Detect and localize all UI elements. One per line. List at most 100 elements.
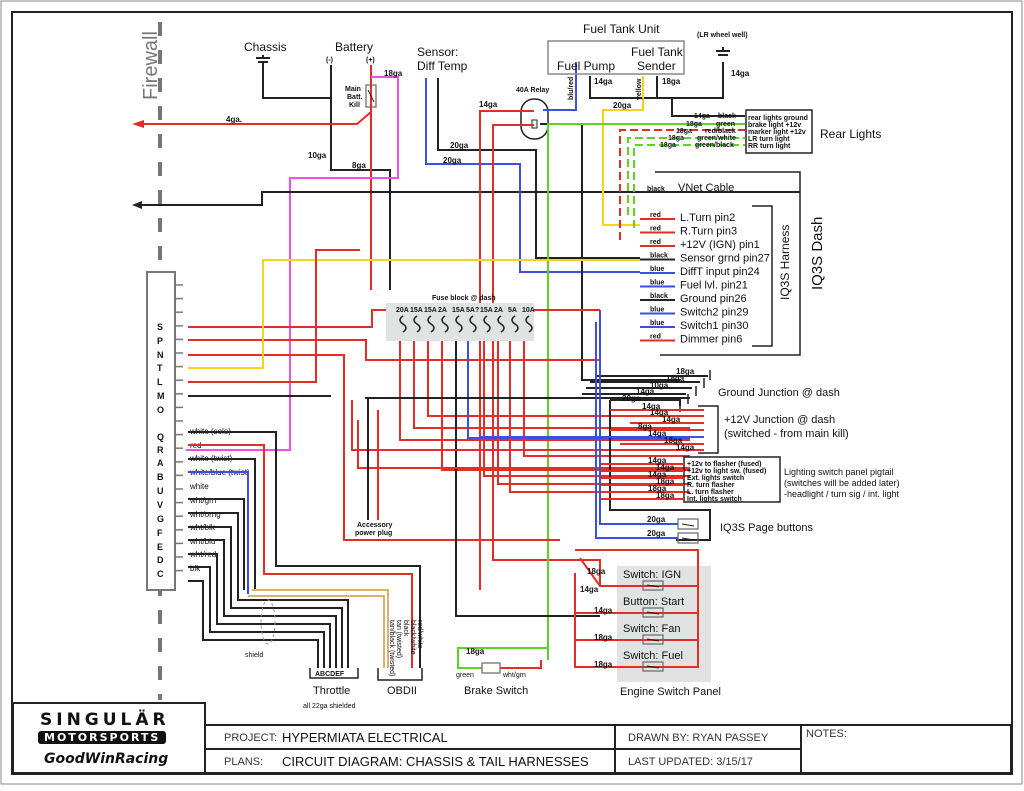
fuse-icon — [441, 315, 449, 333]
page-button-1-gauge: 20ga — [647, 515, 666, 524]
diff-temp-black-wire — [437, 78, 640, 259]
fuse-icon — [455, 315, 463, 333]
svg-text:18ga: 18ga — [676, 128, 692, 135]
main-kill-label-1: Main — [345, 86, 361, 93]
chassis-ground-icon — [256, 55, 270, 63]
battery-label: Battery — [335, 40, 373, 54]
fuse-icon — [399, 315, 407, 333]
gauge-20ga-b: 20ga — [443, 156, 462, 165]
rear-brake-green-wire — [547, 123, 745, 660]
svg-text:10ga: 10ga — [650, 381, 669, 390]
pigtail-label: +12v to light sw. (fused) — [687, 468, 766, 475]
main-kill-label-2: Batt. — [347, 94, 363, 101]
gauge-10ga: 10ga — [308, 151, 327, 160]
gauge-20ga-yellow: 20ga — [613, 101, 632, 110]
rear-lr-turn-wire — [627, 137, 745, 215]
battery-negative-label: (-) — [326, 57, 333, 64]
connector-pin-label: N — [157, 350, 164, 360]
last-updated-cell: LAST UPDATED: 3/15/17 — [614, 748, 802, 774]
fuse-icon — [511, 315, 519, 333]
gauge-14ga-pump: 14ga — [594, 77, 613, 86]
iq3s-pin-color: blue — [650, 280, 664, 287]
diff-temp-blue-wire — [425, 78, 640, 273]
rear-lights-title: Rear Lights — [820, 127, 881, 141]
iq3s-pin-color: black — [650, 293, 668, 300]
drawn-by: DRAWN BY: RYAN PASSEY — [628, 732, 769, 744]
brake-wht-grn-wire — [500, 660, 542, 669]
wire-l — [188, 249, 360, 383]
fuel-pump-label: Fuel Pump — [557, 59, 615, 73]
accessory-label-1: Accessory — [357, 522, 393, 529]
iq3s-pin-label: Sensor grnd pin27 — [680, 253, 770, 265]
connector-pin-label: V — [157, 500, 163, 510]
rear-lights-function-labels: rear lights ground brake light +12v mark… — [748, 115, 808, 150]
brake-gauge: 18ga — [466, 647, 485, 656]
engine-switch-label: Switch: Fan — [623, 623, 680, 635]
fuse-rating: 10A — [522, 307, 535, 314]
gauge-8ga: 8ga — [352, 161, 366, 170]
connector-pin-label: B — [157, 472, 164, 482]
arrow-left-icon — [132, 120, 144, 128]
lighting-pigtail-line3: -headlight / turn sig / int. light — [784, 489, 900, 499]
wire-p — [188, 339, 600, 361]
svg-text:18ga: 18ga — [666, 374, 685, 383]
iq3s-pin-label: L.Turn pin2 — [680, 212, 735, 224]
connector-pin-label: P — [157, 336, 163, 346]
page-button-2-gauge: 20ga — [647, 529, 666, 538]
last-updated: LAST UPDATED: 3/15/17 — [628, 756, 753, 768]
rear-lights-ground-wire — [671, 98, 745, 117]
chassis-ground-wire — [262, 62, 331, 99]
title-block-top-rule — [204, 724, 1012, 726]
iq3s-pin-label: Ground pin26 — [680, 293, 747, 305]
battery-negative-wire — [330, 65, 391, 290]
logo-cell: SINGULÄR MOTORSPORTS GoodWinRacing — [12, 702, 206, 774]
vnet-label: VNet Cable — [678, 182, 734, 194]
svg-text:red/black: red/black — [705, 128, 736, 135]
connector-pin-label: A — [157, 458, 164, 468]
battery-pink-18ga-wire — [186, 76, 399, 451]
svg-text:18ga: 18ga — [668, 135, 684, 142]
iq3s-pin-label: +12V (IGN) pin1 — [680, 239, 760, 251]
ground-junction-title: Ground Junction @ dash — [718, 387, 840, 399]
wire-yellow-label: yellow — [636, 78, 643, 100]
engine-switch-gauge: 18ga — [594, 633, 613, 642]
relay-icon — [520, 98, 549, 140]
accessory-label-2: power plug — [355, 530, 392, 537]
fuel-tank-unit-label: Fuel Tank Unit — [583, 22, 660, 36]
battery-positive-label: (+) — [366, 57, 375, 64]
svg-text:brake light +12v: brake light +12v — [748, 122, 801, 129]
iq3s-pin-color: blue — [650, 320, 664, 327]
page-button-1-wire — [599, 310, 678, 525]
fuse-icon — [483, 315, 491, 333]
pigtail-gauge: 18ga — [656, 491, 675, 500]
brake-green-wire — [457, 647, 548, 669]
shield-icon — [260, 599, 276, 645]
svg-text:green/black: green/black — [695, 142, 734, 149]
relay-red-14ga-wire — [479, 110, 534, 590]
shield-label: shield — [245, 652, 263, 659]
obd-wire-label: tan (twisted) — [395, 620, 402, 658]
obd-wire-label: tan/black (twisted) — [388, 620, 395, 676]
gauge-18ga-batt: 18ga — [384, 69, 403, 78]
page-button-2-switch — [677, 532, 699, 544]
gauge-18ga-sender: 18ga — [662, 77, 681, 86]
ign-gauge-18: 18ga — [587, 567, 606, 576]
lighting-pigtail-line2: (switches will be added later) — [784, 478, 900, 488]
plus12-junction-bracket — [698, 405, 719, 454]
engine-switch-gauge: 18ga — [594, 660, 613, 669]
svg-text:18ga: 18ga — [660, 142, 676, 149]
connector-wire-label: wht/orng — [189, 510, 221, 519]
fuse-rating: 2A — [438, 307, 447, 314]
engine-switch-icon — [642, 580, 664, 591]
fuse-rating: 15A — [410, 307, 423, 314]
iq3s-pin-label: DiffT input pin24 — [680, 266, 760, 278]
fuse-icon — [413, 315, 421, 333]
firewall-label: Firewall — [140, 31, 162, 100]
fuse-rating: 15A — [480, 307, 493, 314]
brake-switch-title: Brake Switch — [464, 685, 528, 697]
